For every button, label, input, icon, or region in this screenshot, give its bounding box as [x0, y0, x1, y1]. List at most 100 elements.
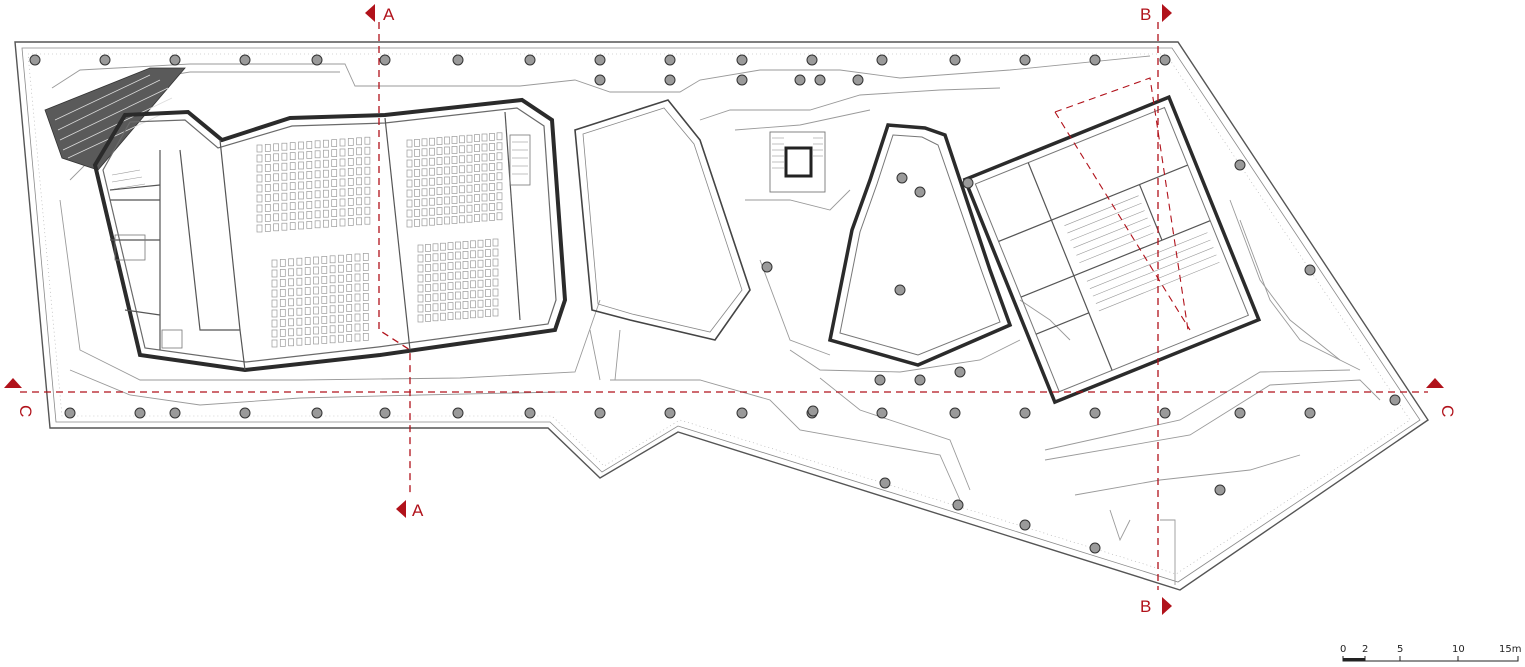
seat: [364, 146, 371, 155]
seat: [362, 283, 369, 291]
seat: [440, 252, 446, 261]
seat: [338, 334, 344, 343]
column-marker: [1159, 54, 1171, 66]
seat: [447, 292, 454, 300]
seat: [470, 240, 476, 249]
seat: [444, 186, 450, 195]
seat: [364, 176, 371, 185]
seat: [304, 317, 311, 325]
seat: [281, 162, 288, 171]
seat: [496, 152, 503, 161]
seat: [425, 294, 431, 302]
column-marker: [1389, 394, 1401, 406]
seat: [313, 286, 319, 295]
column-marker: [29, 54, 41, 66]
svg-text:A: A: [383, 5, 395, 24]
seat: [346, 284, 353, 292]
seat: [485, 259, 491, 267]
seat: [347, 188, 354, 196]
column-marker: [594, 407, 606, 419]
column-marker: [761, 261, 773, 273]
seat: [273, 163, 279, 172]
seat: [406, 209, 413, 218]
seat: [429, 137, 435, 146]
seat: [451, 136, 458, 144]
seat: [364, 166, 371, 175]
column-marker: [524, 407, 536, 419]
seat: [346, 294, 353, 302]
seat: [347, 208, 354, 216]
seat: [298, 151, 304, 160]
svg-text:B: B: [1140, 597, 1151, 616]
seat: [451, 206, 458, 214]
seat: [474, 174, 480, 182]
seat: [462, 291, 469, 299]
seat: [462, 261, 469, 269]
seat: [440, 312, 446, 321]
seat: [356, 177, 362, 186]
seat: [451, 146, 458, 154]
svg-text:C: C: [1438, 405, 1457, 417]
seat: [281, 202, 288, 211]
column-marker: [949, 407, 961, 419]
seat: [485, 289, 491, 297]
seat: [256, 224, 263, 233]
seat: [296, 307, 303, 316]
section-marker-c-left: C: [4, 378, 35, 417]
seat: [496, 132, 503, 141]
seat: [492, 268, 499, 277]
seat: [289, 202, 296, 210]
column-marker: [879, 477, 891, 489]
column-marker: [594, 54, 606, 66]
seat: [338, 274, 344, 283]
seat: [429, 217, 435, 226]
seat: [354, 323, 361, 332]
column-marker: [794, 74, 806, 86]
column-marker: [311, 54, 323, 66]
seat: [256, 204, 263, 213]
seat: [432, 303, 439, 312]
seat: [264, 214, 271, 222]
scale-tick-0: 0: [1340, 644, 1346, 655]
seat: [356, 157, 362, 166]
seat: [466, 194, 473, 203]
seat: [474, 164, 480, 172]
column-marker: [894, 284, 906, 296]
seat: [281, 142, 288, 151]
seat: [492, 298, 499, 307]
seat: [273, 153, 279, 162]
seat: [485, 299, 491, 307]
seat: [271, 319, 278, 328]
seat: [354, 253, 361, 262]
stair-core: [769, 131, 826, 193]
seat: [321, 276, 328, 284]
seat: [462, 241, 469, 249]
seat: [271, 259, 278, 268]
seat: [429, 207, 435, 216]
seat: [462, 281, 469, 289]
seat: [485, 269, 491, 277]
seat: [444, 176, 450, 185]
seat: [331, 139, 338, 147]
seat: [421, 148, 428, 157]
seat: [496, 212, 503, 221]
seat: [279, 339, 286, 347]
seat: [459, 135, 465, 144]
seat: [429, 177, 435, 186]
seat: [313, 326, 319, 335]
seat: [354, 283, 361, 292]
column-marker: [954, 366, 966, 378]
seat: [288, 328, 294, 337]
seat: [447, 262, 454, 270]
seat: [462, 311, 469, 319]
seat: [436, 217, 443, 225]
seat: [298, 171, 304, 180]
seat: [323, 169, 329, 178]
seat: [417, 264, 424, 273]
seat: [323, 179, 329, 188]
seat: [339, 138, 346, 147]
seat: [470, 290, 476, 299]
seat: [481, 133, 488, 142]
seat: [485, 279, 491, 287]
seat: [481, 183, 488, 192]
